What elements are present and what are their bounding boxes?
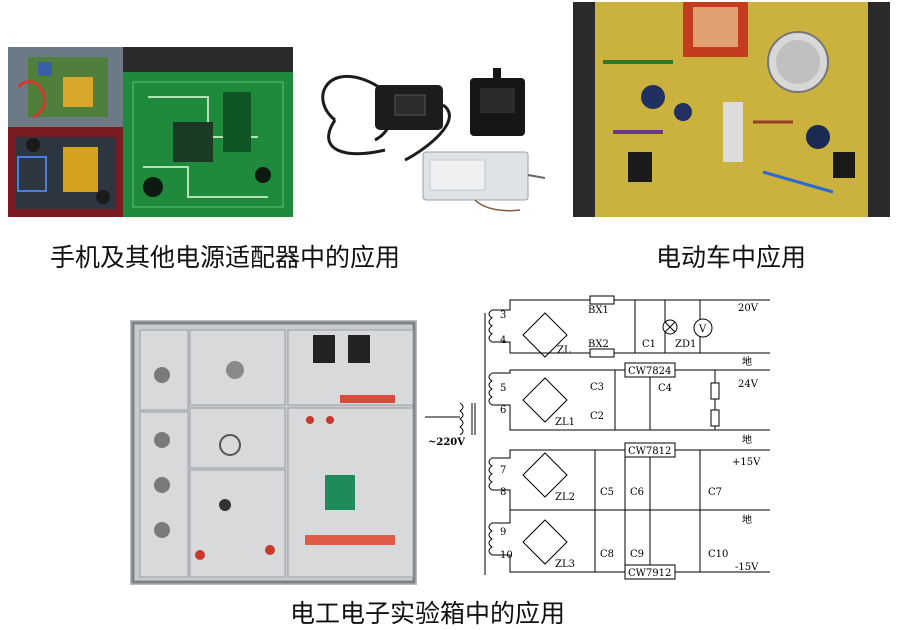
svg-text:C10: C10 bbox=[708, 549, 728, 560]
svg-text:BX1: BX1 bbox=[588, 305, 609, 316]
svg-text:地: 地 bbox=[742, 513, 752, 526]
svg-text:地: 地 bbox=[742, 355, 752, 368]
svg-text:C9: C9 bbox=[630, 549, 644, 560]
svg-text:C5: C5 bbox=[600, 487, 614, 498]
svg-text:6: 6 bbox=[500, 405, 506, 416]
svg-text:-15V: -15V bbox=[735, 562, 759, 573]
svg-text:C7: C7 bbox=[708, 487, 722, 498]
svg-text:BX2: BX2 bbox=[588, 339, 609, 350]
svg-text:C6: C6 bbox=[630, 487, 644, 498]
adapter-pcb-photo bbox=[8, 47, 293, 217]
svg-text:ZL: ZL bbox=[557, 345, 571, 356]
caption-adapter: 手机及其他电源适配器中的应用 bbox=[50, 243, 401, 272]
svg-text:C1: C1 bbox=[642, 339, 656, 350]
svg-text:ZL2: ZL2 bbox=[555, 492, 575, 503]
caption-labbox: 电工电子实验箱中的应用 bbox=[290, 599, 566, 628]
power-adapters-photo bbox=[305, 60, 545, 220]
svg-text:9: 9 bbox=[500, 527, 506, 538]
svg-text:C3: C3 bbox=[590, 382, 604, 393]
svg-text:CW7824: CW7824 bbox=[628, 366, 671, 377]
svg-text:C8: C8 bbox=[600, 549, 614, 560]
ac-input-label: ~220V bbox=[428, 437, 465, 448]
svg-text:CW7912: CW7912 bbox=[628, 568, 671, 579]
svg-text:ZL3: ZL3 bbox=[555, 559, 575, 570]
caption-ebike: 电动车中应用 bbox=[656, 243, 807, 272]
svg-text:5: 5 bbox=[500, 383, 506, 394]
svg-text:地: 地 bbox=[742, 433, 752, 446]
power-supply-schematic: ~220V 3 4 5 6 7 8 9 10 ZL ZL1 ZL2 ZL3 BX… bbox=[420, 295, 770, 587]
ebike-charger-pcb-photo bbox=[573, 2, 890, 217]
svg-text:C4: C4 bbox=[658, 383, 672, 394]
svg-text:7: 7 bbox=[500, 465, 506, 476]
svg-text:3: 3 bbox=[500, 310, 506, 321]
svg-text:10: 10 bbox=[500, 550, 513, 561]
svg-text:ZD1: ZD1 bbox=[675, 339, 696, 350]
svg-text:20V: 20V bbox=[738, 303, 759, 314]
svg-text:+15V: +15V bbox=[732, 457, 761, 468]
svg-text:8: 8 bbox=[500, 487, 506, 498]
lab-trainer-box-photo bbox=[130, 320, 417, 585]
svg-text:ZL1: ZL1 bbox=[555, 417, 575, 428]
svg-text:4: 4 bbox=[500, 335, 506, 346]
svg-text:V: V bbox=[698, 324, 707, 335]
svg-text:C2: C2 bbox=[590, 411, 604, 422]
svg-text:CW7812: CW7812 bbox=[628, 446, 671, 457]
svg-text:24V: 24V bbox=[738, 379, 759, 390]
